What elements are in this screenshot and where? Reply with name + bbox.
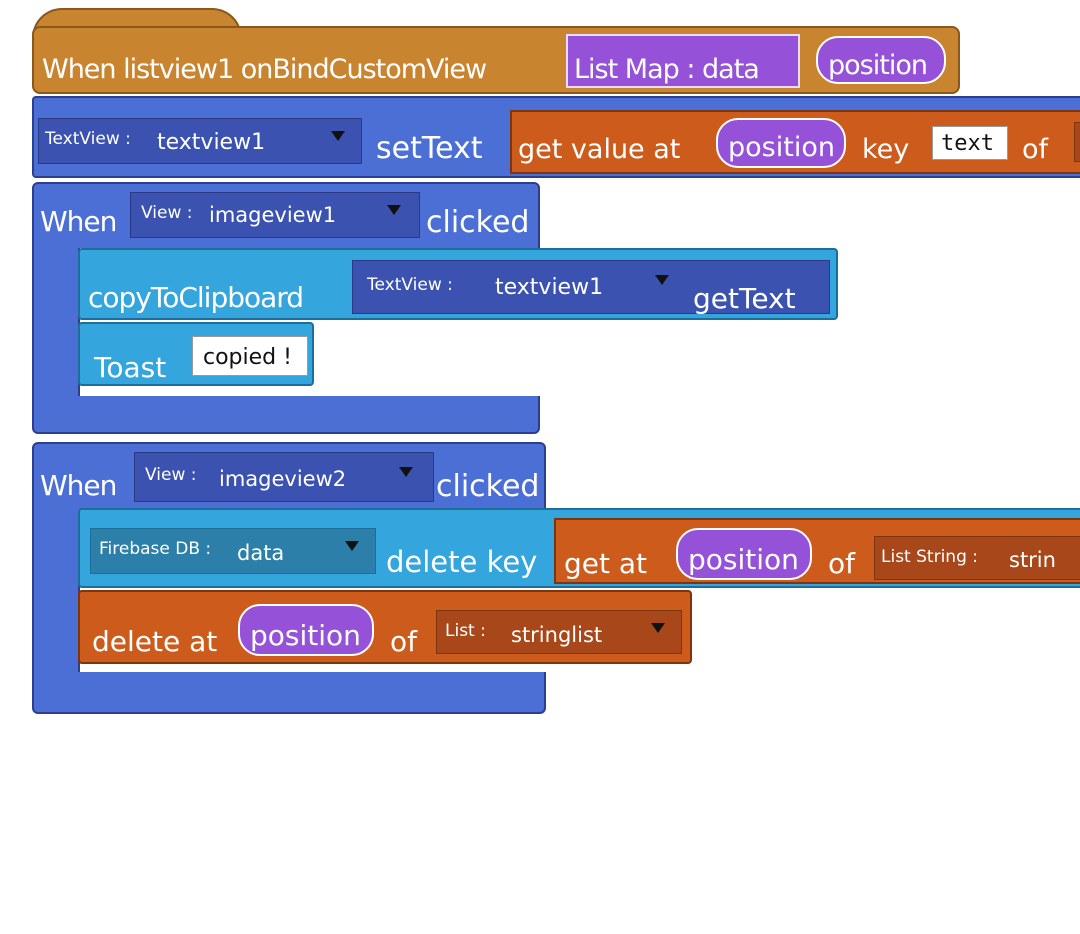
key-label: key [862,134,910,165]
view-dropdown[interactable]: View : imageview2 [134,452,434,502]
dropdown-type-label: List : [445,621,486,641]
copytoclipboard-block[interactable]: copyToClipboard TextView : textview1 get… [78,248,838,320]
settext-label: setText [376,131,483,166]
dropdown-arrow-icon [345,541,359,551]
get-value-at-label: get value at [518,134,681,165]
list-string-dropdown[interactable]: List String : strin [874,536,1080,580]
dropdown-type-label: TextView : [367,275,453,295]
settext-block[interactable]: TextView : textview1 setText get value a… [32,96,1080,178]
dropdown-value-label: data [237,541,285,565]
dropdown-value-label: textview1 [495,275,604,300]
event-title: When listview1 onBindCustomView [42,54,487,85]
delete-key-label: delete key [386,545,538,579]
dropdown-type-label: Firebase DB : [99,539,212,559]
dropdown-type-label: TextView : [45,129,131,149]
toast-text-input[interactable]: copied ! [192,336,308,376]
textview-dropdown[interactable]: TextView : textview1 [38,118,362,164]
dropdown-value-label: strin [1009,548,1056,572]
position-label: position [688,543,799,576]
dropdown-arrow-icon [651,623,665,633]
clicked-label: clicked [426,205,530,240]
when-label: When [40,205,117,238]
dropdown-arrow-icon [387,205,401,215]
position-chip[interactable]: position [716,118,846,168]
list-dropdown-partial[interactable]: L [1074,122,1080,162]
param-data-chip[interactable]: List Map : data [566,34,800,88]
list-dropdown[interactable]: List : stringlist [436,610,682,654]
key-text-input[interactable]: text [932,126,1008,160]
dropdown-value-label: imageview2 [219,467,347,491]
dropdown-type-label: List String : [881,547,978,567]
copytoclipboard-label: copyToClipboard [88,281,304,314]
get-at-block[interactable]: get at position of List String : strin [554,518,1080,584]
param-position-label: position [828,50,928,81]
gettext-label: getText [693,282,796,315]
key-value: text [941,131,994,156]
position-label: position [728,132,835,163]
firebase-delete-key-block[interactable]: Firebase DB : data delete key get at pos… [78,508,1080,588]
dropdown-arrow-icon [655,275,669,285]
dropdown-type-label: View : [141,203,193,223]
delete-at-label: delete at [92,625,218,658]
param-data-label: List Map : data [574,54,760,85]
of-label: of [390,625,417,658]
position-chip[interactable]: position [238,604,374,656]
dropdown-value-label: textview1 [157,130,266,155]
toast-label: Toast [94,351,167,384]
dropdown-arrow-icon [399,467,413,477]
delete-at-block[interactable]: delete at position of List : stringlist [78,590,692,664]
get-at-label: get at [564,547,648,580]
toast-value: copied ! [203,345,292,370]
event-onbindcustomview-block[interactable]: When listview1 onBindCustomView List Map… [32,26,960,94]
dropdown-value-label: imageview1 [209,203,337,227]
textview-dropdown[interactable]: TextView : textview1 getText [352,260,830,314]
view-dropdown[interactable]: View : imageview1 [130,192,420,238]
of-label: of [1022,134,1049,165]
dropdown-type-label: View : [145,465,197,485]
position-chip[interactable]: position [676,528,812,580]
when-label: When [40,469,117,502]
dropdown-value-label: stringlist [511,623,603,647]
position-label: position [250,619,361,652]
clicked-label: clicked [436,469,540,504]
dropdown-arrow-icon [331,131,345,141]
param-position-chip[interactable]: position [816,36,946,84]
toast-block[interactable]: Toast copied ! [78,322,314,386]
of-label: of [828,547,855,580]
firebase-dropdown[interactable]: Firebase DB : data [90,528,376,574]
get-value-at-block[interactable]: get value at position key text of L [510,110,1080,174]
